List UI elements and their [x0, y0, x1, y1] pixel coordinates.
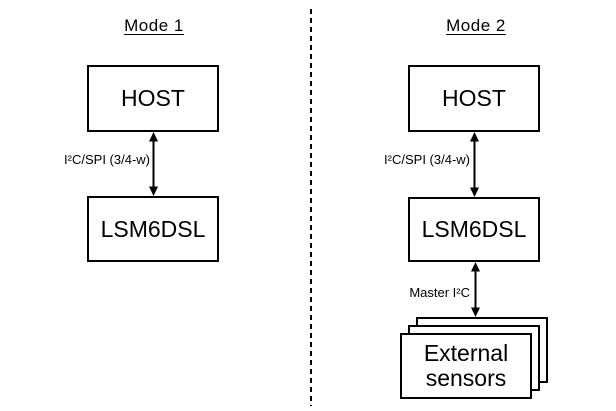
mode2-bus-label: I²C/SPI (3/4-w)	[384, 152, 470, 167]
mode2-host-box: HOST	[408, 65, 540, 132]
mode-divider-dashed-line	[310, 9, 312, 406]
mode1-host-box: HOST	[87, 65, 219, 132]
mode2-host-label: HOST	[442, 85, 506, 111]
mode1-lsm6dsl-box: LSM6DSL	[87, 196, 219, 262]
mode1-bus-double-arrow-icon	[149, 132, 158, 196]
mode2-lsm6dsl-label: LSM6DSL	[421, 216, 527, 242]
mode2-lsm6dsl-box: LSM6DSL	[408, 197, 540, 262]
mode1-host-label: HOST	[121, 85, 185, 111]
mode2-master-i2c-double-arrow-icon	[471, 262, 480, 317]
mode1-bus-label: I²C/SPI (3/4-w)	[64, 152, 150, 167]
mode2-bus-double-arrow-icon	[470, 132, 479, 197]
external-sensors-label: External sensors	[423, 340, 509, 391]
mode1-lsm6dsl-label: LSM6DSL	[100, 215, 206, 242]
mode2-title: Mode 2	[446, 16, 506, 35]
mode1-title: Mode 1	[124, 16, 184, 35]
mode2-master-bus-label: Master I²C	[409, 285, 470, 300]
external-sensors-box: External sensors	[400, 333, 532, 399]
